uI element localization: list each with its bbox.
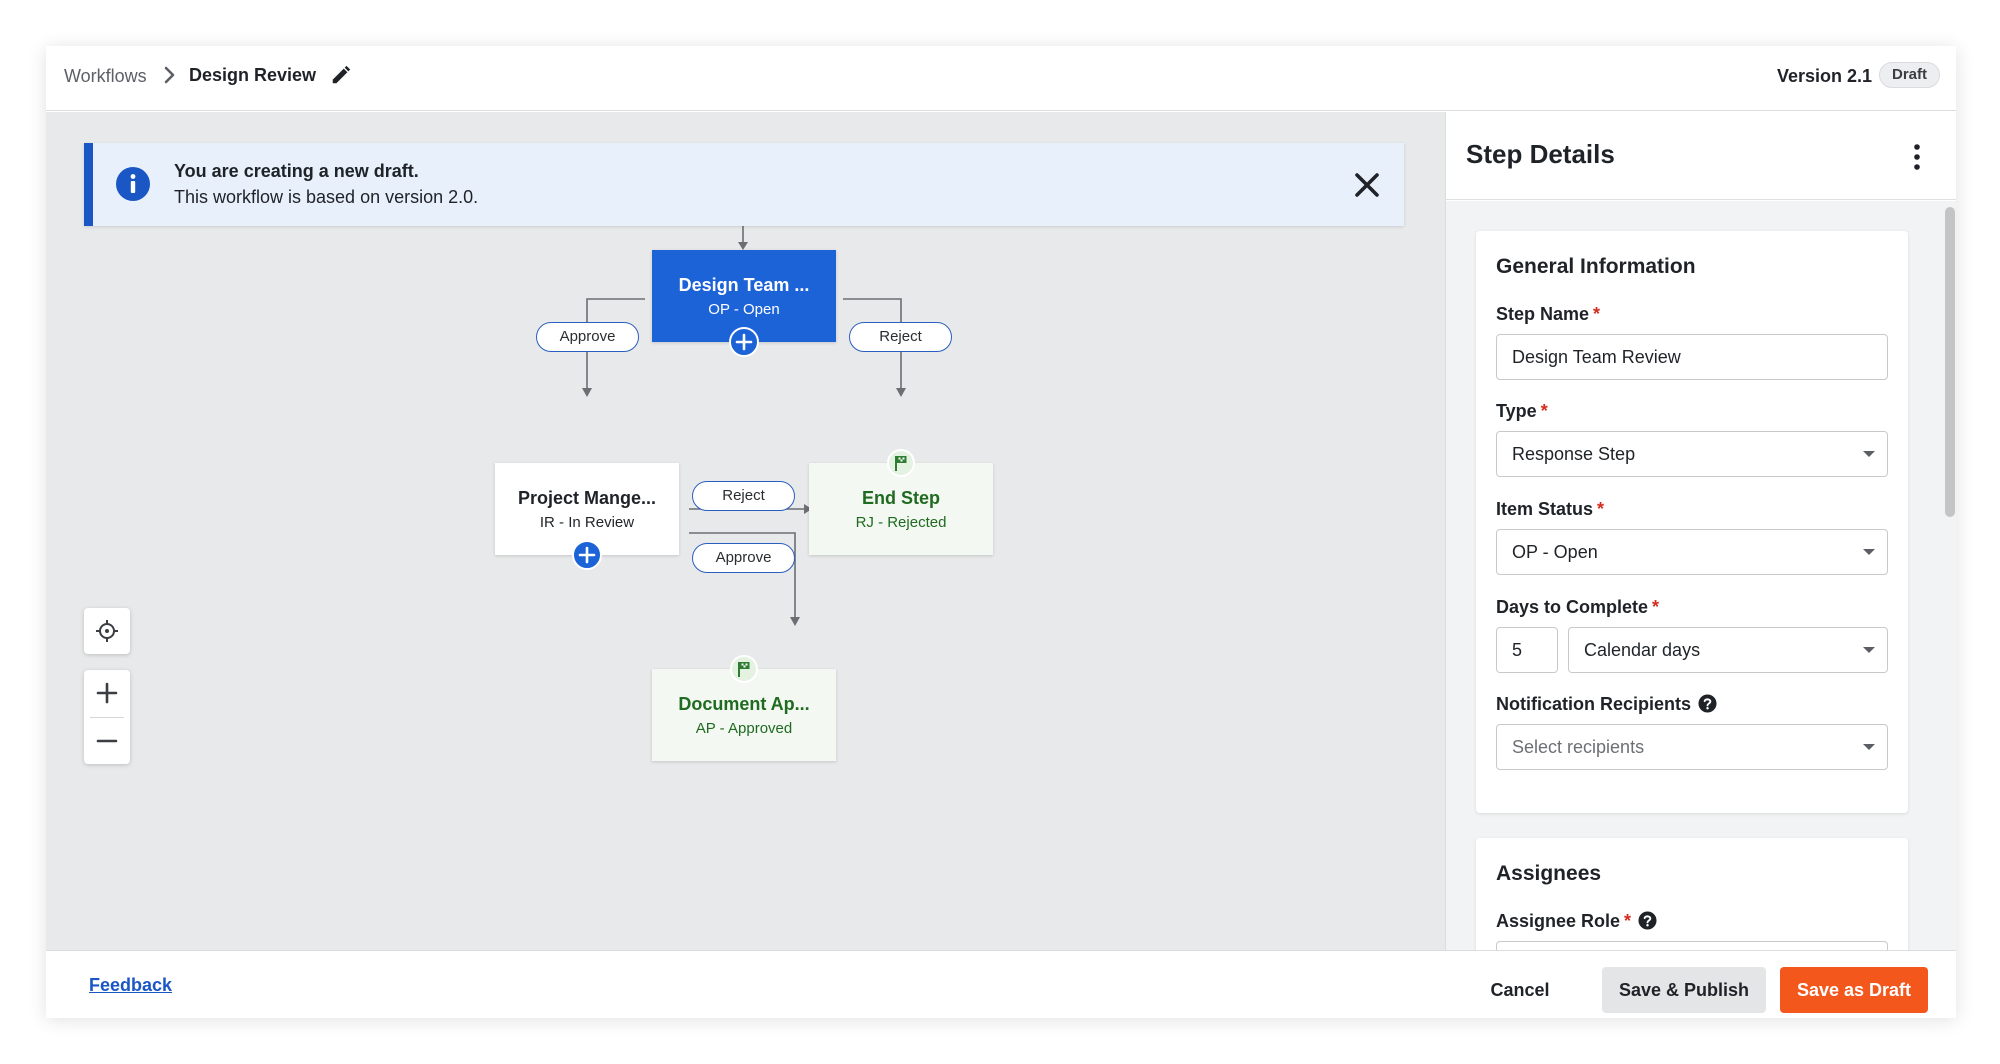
step-details-panel: Step Details General Information Step Na… [1445,112,1956,950]
info-icon [116,167,150,201]
finish-flag-icon [730,655,758,683]
edge-label-reject[interactable]: Reject [849,322,952,352]
more-options-icon[interactable] [1907,142,1927,172]
banner-title: You are creating a new draft. [174,161,419,181]
zoom-in-icon[interactable] [96,682,118,704]
workflow-canvas[interactable]: You are creating a new draft. This workf… [46,112,1445,950]
days-unit-select[interactable]: Calendar days [1568,627,1888,673]
recipients-select[interactable]: Select recipients [1496,724,1888,770]
node-title: Document Ap... [678,694,810,714]
step-name-label: Step Name* [1496,304,1601,324]
node-status: OP - Open [708,301,780,318]
edge-label-reject[interactable]: Reject [692,481,795,511]
chevron-down-icon [1863,647,1875,653]
node-title: Design Team ... [678,275,810,295]
zoom-out-icon[interactable] [96,730,118,752]
pencil-icon[interactable] [330,64,352,86]
breadcrumb-workflows[interactable]: Workflows [64,66,147,86]
required-marker: * [1624,911,1632,931]
node-status: AP - Approved [695,720,793,737]
node-title: Project Mange... [517,488,657,508]
required-marker: * [1540,401,1548,421]
add-step-plus-icon[interactable] [729,327,759,357]
node-design-team[interactable]: Design Team ... OP - Open [652,250,836,342]
node-title: End Step [861,488,940,508]
add-step-plus-icon[interactable] [572,540,602,570]
panel-body: General Information Step Name* Design Te… [1446,201,1956,950]
cancel-button[interactable]: Cancel [1490,980,1550,1000]
card-title: Assignees [1496,862,1602,885]
zoom-divider [90,717,124,718]
version-label: Version 2.1 [1776,66,1872,86]
panel-title: Step Details [1466,139,1615,169]
required-marker: * [1593,304,1601,324]
status-badge: Draft [1878,62,1940,88]
scrollbar[interactable] [1945,207,1955,517]
step-name-input[interactable]: Design Team Review [1496,334,1888,380]
node-status: IR - In Review [539,514,635,531]
assignees-card: Assignees Assignee Role* [1476,838,1908,950]
chevron-down-icon [1863,549,1875,555]
footer-bar: Feedback Cancel Save & Publish Save as D… [46,950,1956,1018]
node-end-step[interactable]: End Step RJ - Rejected [809,463,993,555]
zoom-controls [84,670,130,764]
node-project-manager[interactable]: Project Mange... IR - In Review [495,463,679,555]
recenter-button[interactable] [84,608,130,654]
top-bar: Workflows Design Review Version 2.1 Draf… [46,46,1956,111]
type-label: Type* [1496,401,1548,421]
save-as-draft-button[interactable]: Save as Draft [1780,967,1928,1013]
general-information-card: General Information Step Name* Design Te… [1476,231,1908,813]
banner-subtitle: This workflow is based on version 2.0. [174,187,479,207]
item-status-select[interactable]: OP - Open [1496,529,1888,575]
finish-flag-icon [887,449,915,477]
page-title: Design Review [189,65,317,85]
help-icon[interactable] [1698,694,1717,713]
close-icon[interactable] [1352,170,1382,200]
panel-header: Step Details [1446,112,1956,200]
notification-recipients-label: Notification Recipients [1496,694,1717,715]
app-window: Workflows Design Review Version 2.1 Draf… [46,46,1956,1018]
node-document-approved[interactable]: Document Ap... AP - Approved [652,669,836,761]
required-marker: * [1652,597,1660,617]
chevron-down-icon [1863,451,1875,457]
help-icon[interactable] [1638,911,1657,930]
required-marker: * [1597,499,1605,519]
assignee-role-label: Assignee Role* [1496,911,1657,932]
card-title: General Information [1496,255,1696,278]
draft-info-banner: You are creating a new draft. This workf… [84,143,1404,226]
type-select[interactable]: Response Step [1496,431,1888,477]
edge-label-approve[interactable]: Approve [536,322,639,352]
chevron-down-icon [1863,744,1875,750]
days-input[interactable]: 5 [1496,627,1558,673]
crosshair-icon [96,620,118,642]
days-to-complete-label: Days to Complete* [1496,597,1660,617]
chevron-right-icon [164,66,175,84]
save-and-publish-button[interactable]: Save & Publish [1602,967,1766,1013]
node-status: RJ - Rejected [855,514,947,531]
edge-label-approve[interactable]: Approve [692,543,795,573]
workflow-connectors [582,226,906,626]
assignee-role-select[interactable] [1496,941,1888,950]
item-status-label: Item Status* [1496,499,1605,519]
feedback-link[interactable]: Feedback [89,975,173,995]
